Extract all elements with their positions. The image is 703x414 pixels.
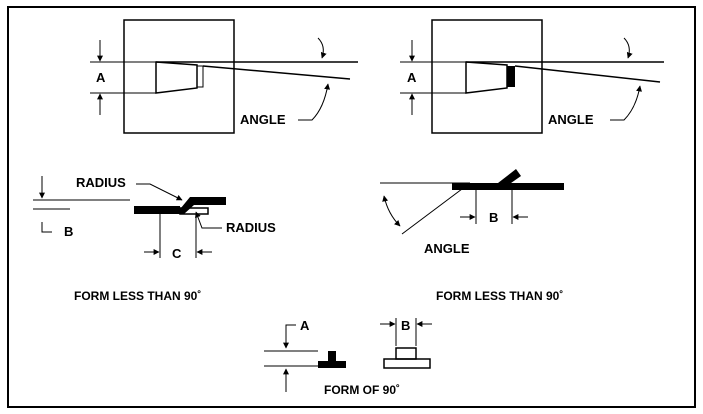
label-c-left: C [172,246,182,261]
label-angle-top-left: ANGLE [240,112,286,127]
label-b-right: B [489,210,498,225]
label-b-bottom: B [401,318,410,333]
bottom-figure: A B [264,318,432,392]
bottom-end-view-web [395,347,417,360]
middle-right-figure: ANGLE B [380,169,564,256]
bottom-part-web [328,351,336,363]
top-left-square [123,19,235,134]
left-strip-lower [134,206,180,214]
caption-form-less-right: FORM LESS THAN 90˚ [436,289,563,303]
label-a-top-right: A [407,70,417,85]
left-strip-inner [179,207,209,215]
label-b-left: B [64,224,73,239]
top-left-figure: A ANGLE [90,19,358,134]
label-a-bottom: A [300,318,310,333]
label-radius-upper: RADIUS [76,175,126,190]
left-strip-offset [176,197,226,214]
label-a-top-left: A [96,70,106,85]
label-radius-lower: RADIUS [226,220,276,235]
top-left-part [155,61,198,94]
right-strip-bend [498,169,521,188]
middle-left-figure: B RADIUS RADIUS C [33,175,276,261]
label-angle-top-right: ANGLE [548,112,594,127]
top-right-figure: A ANGLE [400,19,664,134]
caption-form-of-90: FORM OF 90˚ [324,383,400,397]
caption-form-less-left: FORM LESS THAN 90˚ [74,289,201,303]
bottom-end-view-base [383,358,431,369]
label-angle-right: ANGLE [424,241,470,256]
top-right-part-tip [507,66,515,87]
diagram-frame [7,6,696,408]
top-right-part [465,61,508,94]
top-left-part-tip [196,65,204,88]
bottom-part-flange [318,361,346,368]
top-right-square [431,19,543,134]
right-strip-base [452,183,564,190]
